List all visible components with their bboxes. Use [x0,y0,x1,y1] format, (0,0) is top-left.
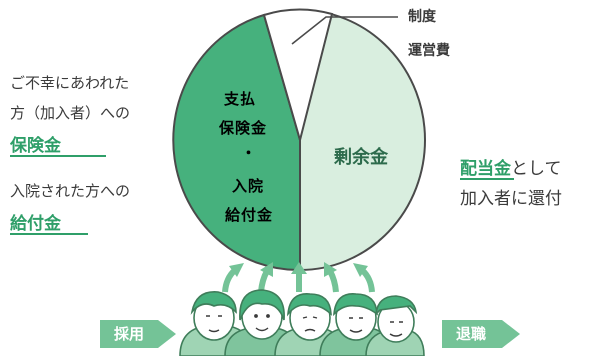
leave-arrowhead-icon [502,320,520,348]
payout-label-3: 入院 [232,177,264,195]
arrow-up-icon [291,262,307,292]
dividend-rest: として [511,159,562,179]
death-benefit-underline [10,155,106,157]
dividend-underline [460,178,514,180]
upward-arrows [222,262,375,293]
join-label: 採用 [114,325,145,343]
join-arrowhead-icon [158,320,176,348]
hospital-benefit-emphasis: 給付金 [10,214,61,234]
surplus-label: 剰余金 [333,146,389,168]
dividend-line1: 配当金として [460,154,562,179]
death-benefit-line2: 方（加入者）への [10,104,131,122]
leave-label: 退職 [456,325,487,343]
leave-tag: 退職 [442,320,502,348]
death-benefit-line1: ご不幸にあわれた [10,74,130,92]
join-tag: 採用 [100,320,158,348]
surplus-slice [299,8,426,272]
people-group-icon [179,289,425,356]
fee-label-line2: 運営費 [408,43,450,59]
payout-label-1: 支払 [223,90,256,108]
fee-label-line1: 制度 [408,9,436,25]
dividend-emphasis: 配当金 [460,159,511,179]
hospital-benefit-line1: 入院された方への [10,182,131,200]
fee-slice [262,8,334,144]
payout-slice [172,13,301,272]
arrow-up-icon [353,263,375,293]
payout-label-2: 保険金 [218,119,267,137]
death-benefit-emphasis: 保険金 [10,136,61,156]
arrow-up-icon [258,262,273,293]
hospital-benefit-underline [10,233,88,235]
arrow-up-icon [324,262,339,293]
payout-label-4: 給付金 [225,206,273,224]
dividend-line2: 加入者に還付 [460,189,562,209]
arrow-up-icon [222,263,244,293]
fee-leader-line [291,16,398,45]
payout-label-dot: ・ [241,144,257,162]
